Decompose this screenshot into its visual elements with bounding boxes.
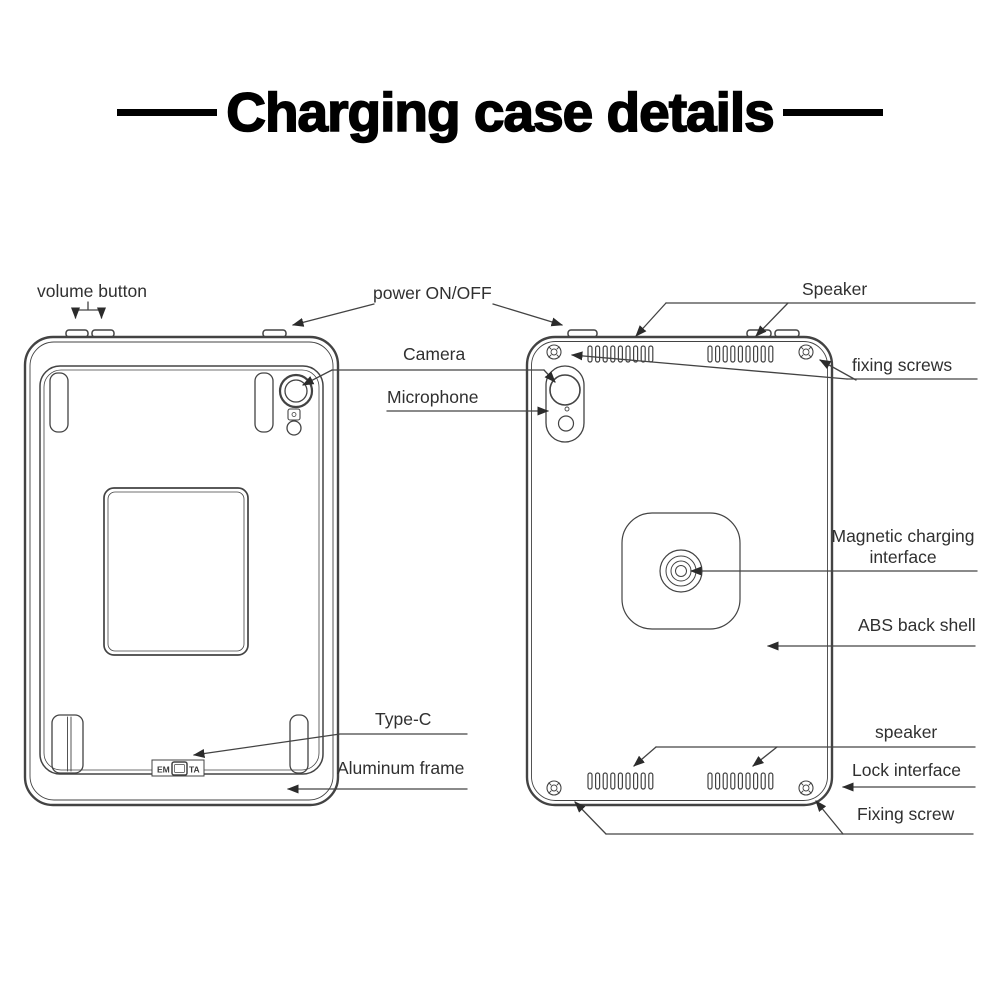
- camera-opening-inner: [284, 379, 308, 403]
- label-abs-back-shell: ABS back shell: [858, 615, 976, 635]
- speaker-bottom-arrow-right: [752, 746, 778, 767]
- slot-bottom-right: [289, 714, 309, 774]
- flash-lens: [557, 415, 575, 432]
- screen-window: [103, 487, 249, 656]
- port-text-right: TA: [189, 765, 200, 775]
- label-magnetic-line1: Magnetic charging: [831, 526, 975, 546]
- speaker-bottom-arrow-left: [633, 746, 657, 767]
- label-fixing-screw: Fixing screw: [857, 804, 955, 824]
- camera-lens: [549, 374, 581, 406]
- port-text-left: EM: [157, 765, 170, 775]
- label-lock-interface: Lock interface: [852, 760, 961, 780]
- fixing-screws-arrow-left: [571, 351, 848, 380]
- fixing-screws-arrow-right: [819, 359, 857, 381]
- title-dash-left: [117, 108, 218, 116]
- power-callout-right: [492, 303, 563, 327]
- slot-top-right: [254, 372, 274, 433]
- flash-dot: [291, 412, 297, 417]
- slot-bottom-left-divider: [67, 716, 72, 772]
- fixing-screw-bottom-arrow-left: [574, 801, 607, 835]
- speaker-top-arrow-left: [635, 302, 667, 337]
- slot-top-left: [49, 372, 69, 433]
- title-dash-right: [782, 108, 883, 116]
- left-device: EM TA: [23, 329, 340, 807]
- camera-bump: [545, 365, 585, 443]
- label-aluminum-frame: Aluminum frame: [337, 758, 465, 778]
- power-callout-left: [292, 303, 375, 327]
- camera-callout-arrow-right: [543, 369, 556, 383]
- label-magnetic-charging-interface: Magnetic charging interface: [828, 526, 978, 568]
- type-c-port: EM TA: [151, 759, 205, 777]
- page-title: Charging case details: [225, 80, 775, 144]
- label-magnetic-line2: interface: [869, 547, 937, 567]
- fixing-screw-bottom-arrow-right: [815, 800, 844, 835]
- volume-callout-bracket: [74, 301, 103, 311]
- sensor-ring: [286, 420, 302, 436]
- label-speaker-top: Speaker: [802, 279, 868, 299]
- label-camera: Camera: [403, 344, 466, 364]
- slot-bottom-left: [51, 714, 84, 774]
- page-title-row: Charging case details: [0, 80, 1000, 144]
- label-microphone: Microphone: [387, 387, 479, 407]
- camera-callout-arrow-left: [302, 369, 333, 386]
- speaker-top-arrow-right: [755, 302, 789, 337]
- label-power-on-off: power ON/OFF: [373, 283, 492, 303]
- screen-window-inner-line: [107, 491, 245, 652]
- flash-window: [287, 408, 301, 421]
- right-device: [525, 329, 834, 807]
- camera-opening-outer: [278, 373, 314, 409]
- aluminum-frame-outline: [23, 335, 340, 807]
- label-volume-button: volume button: [37, 281, 147, 301]
- label-fixing-screws: fixing screws: [852, 355, 953, 375]
- callout-lines: [71, 301, 978, 835]
- label-type-c: Type-C: [375, 709, 432, 729]
- microphone-hole: [564, 406, 570, 412]
- label-speaker-bottom: speaker: [875, 722, 938, 742]
- aluminum-frame-inner-line: [29, 341, 334, 801]
- type-c-callout-line: [193, 733, 468, 758]
